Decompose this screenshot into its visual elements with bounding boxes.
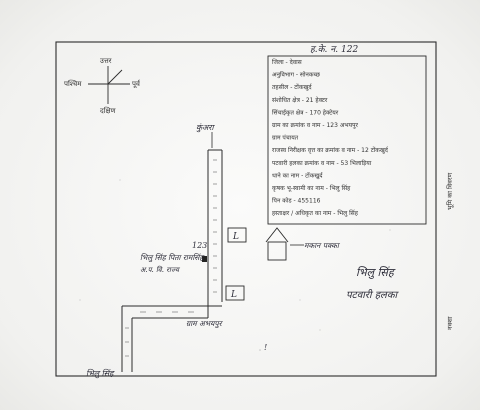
signature-line2: पटवारी हलका	[346, 289, 399, 301]
ref-number: ह.के. न. 122	[310, 43, 358, 55]
signature-line1: भिलु सिंह	[356, 266, 396, 279]
survey-marker	[202, 256, 207, 262]
house-label: मकान पक्का	[304, 241, 341, 250]
box-l-2	[225, 285, 245, 301]
legend-row: ग्राम पंचायत	[272, 135, 299, 142]
compass-west: पश्चिम	[64, 79, 82, 88]
top-label: कुंअरा	[196, 123, 216, 133]
plot-strip	[207, 149, 223, 302]
side-text-2: नक्शा	[446, 316, 454, 330]
legend-row: हस्ताक्षर / अधिकृत का नाम - भिलु सिंह	[272, 209, 359, 217]
legend-rows: जिला - देवास अनुविभाग - सोनकच्छ तहसील - टो…	[272, 58, 389, 217]
plot-sub: अ.प. वि. राज्य	[140, 265, 181, 274]
legend-row: संशोधित क्षेत्र - 21 हेक्टर	[272, 96, 328, 104]
box-l-1	[227, 227, 247, 243]
legend-row: जिला - देवास	[272, 58, 303, 66]
legend-row: अनुविभाग - सोनकच्छ	[272, 71, 320, 79]
legend-row: ग्राम का क्रमांक व नाम - 123 अभयपुर	[272, 122, 359, 129]
legend-row: पिन कोड - 455116	[272, 197, 321, 205]
bottom-road-marks	[125, 311, 194, 357]
bottom-road	[121, 302, 222, 372]
strip-marks	[213, 159, 217, 293]
legend-row: सिंचाईकृत क्षेत्र - 170 हेक्टेयर	[272, 108, 339, 116]
house-icon	[265, 227, 289, 261]
plot-owner: भिलु सिंह पिता रामसिंह	[140, 253, 205, 263]
compass-rose	[88, 66, 130, 104]
box-letter-2: L	[230, 290, 237, 300]
corner-label: भिलु सिंह	[86, 368, 115, 379]
map-border	[55, 41, 437, 377]
compass-south: दक्षिण	[100, 106, 117, 115]
compass-north: उत्तर	[100, 57, 112, 65]
bottom-road-label: ग्राम अभयपुर	[186, 319, 224, 329]
legend-box	[267, 55, 427, 225]
box-letter-1: L	[232, 232, 239, 242]
legend-row: थाने का नाम - टोंकखुर्द	[272, 171, 323, 179]
compass-east: पूर्व	[132, 79, 141, 88]
legend-row: तहसील - टोंकखुर्द	[272, 83, 313, 91]
legend-row: कृषक भू-स्वामी का नाम - भिलु सिंह	[272, 184, 351, 192]
survey-number: 123	[192, 241, 207, 250]
side-text-1: भूमि का विवरण	[446, 172, 454, 210]
legend-row: राजस्व निरीक्षक वृत्त का क्रमांक व नाम -…	[272, 146, 389, 154]
small-mark: !	[264, 343, 267, 352]
scan-noise	[79, 179, 391, 351]
legend-row: पटवारी हलका क्रमांक व नाम - 53 भिलाड़िया	[272, 159, 372, 167]
